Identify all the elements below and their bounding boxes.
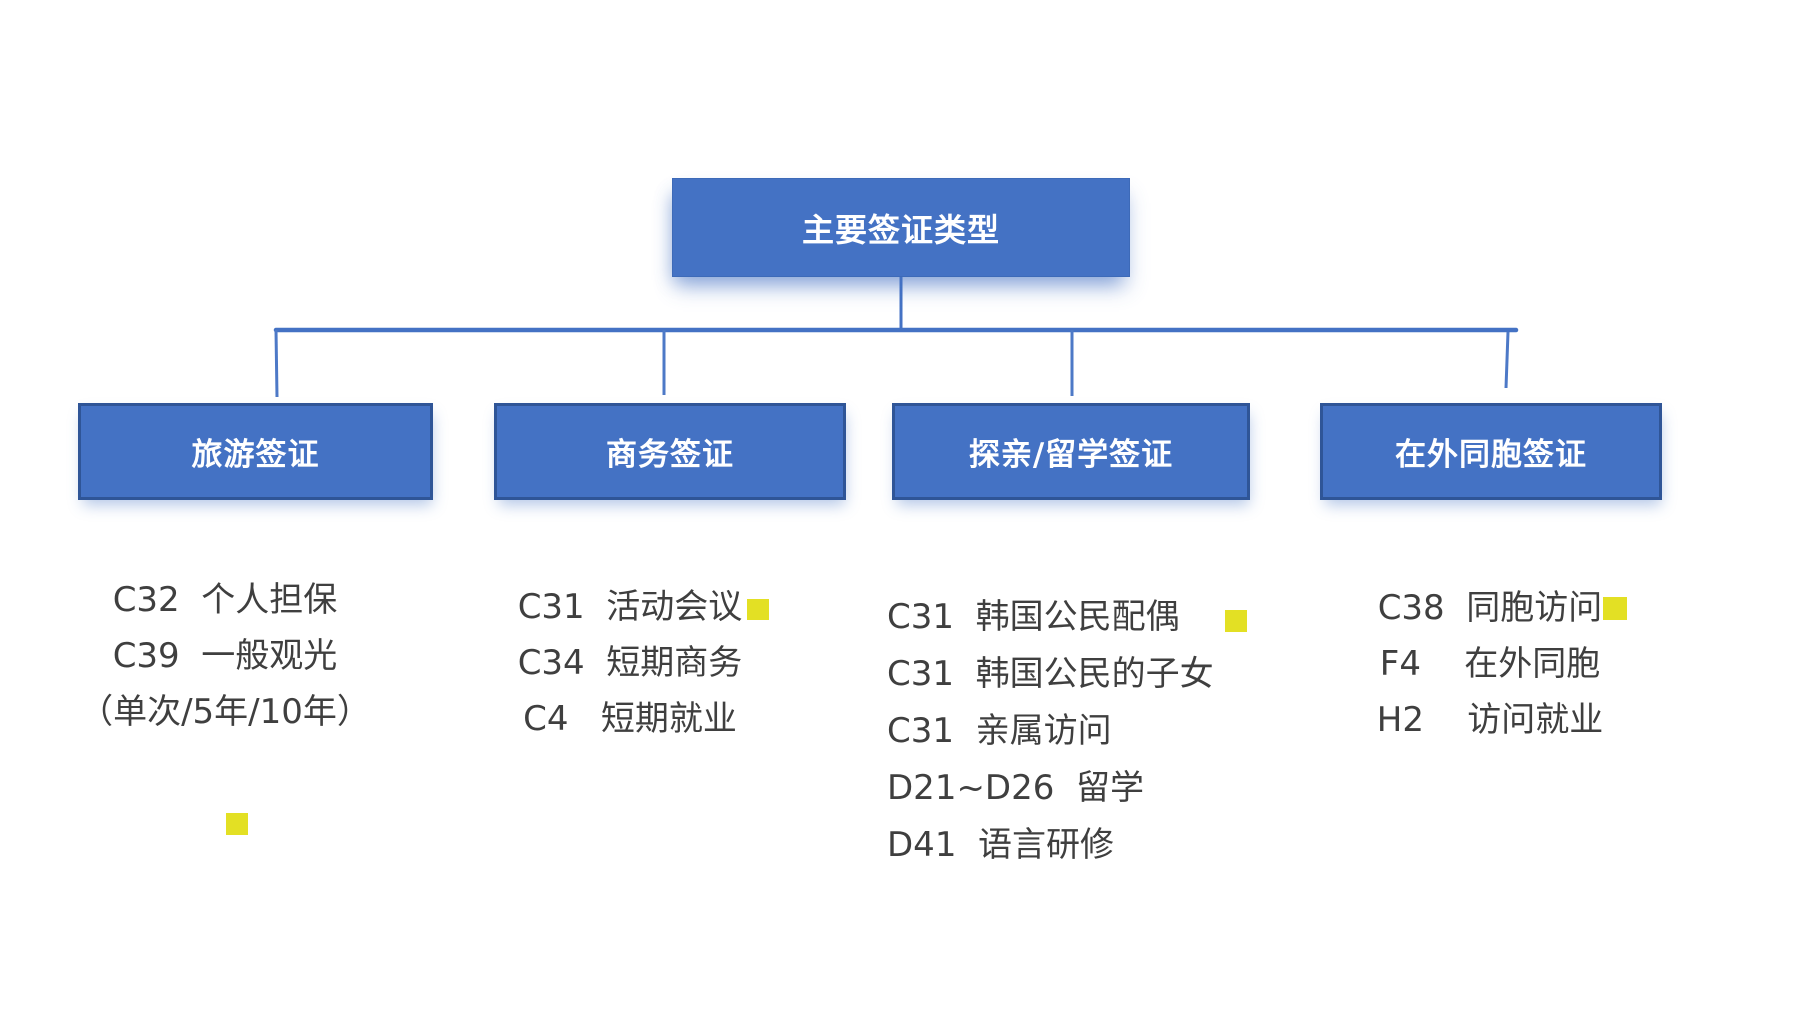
visa-list-business: C31 活动会议 C34 短期商务 C4 短期就业 xyxy=(455,579,805,747)
visa-item: H2 访问就业 xyxy=(1376,700,1604,740)
branch-node-tourism-visa: 旅游签证 xyxy=(78,403,433,500)
branch-node-compatriot-visa: 在外同胞签证 xyxy=(1320,403,1662,500)
visa-item: C31 活动会议 xyxy=(517,587,743,627)
branch-node-label: 探亲/留学签证 xyxy=(968,437,1174,473)
visa-item: C31 韩国公民配偶 xyxy=(887,597,1180,637)
visa-item: （单次/5年/10年） xyxy=(79,692,371,732)
yellow-marker-tourism xyxy=(226,813,248,835)
visa-item: C34 短期商务 xyxy=(517,643,743,683)
visa-item: C38 同胞访问 xyxy=(1377,588,1603,628)
visa-item: C4 短期就业 xyxy=(523,699,737,739)
visa-item: D21~D26 留学 xyxy=(887,768,1144,808)
visa-item: C39 一般观光 xyxy=(112,636,338,676)
yellow-marker-family-study xyxy=(1225,610,1247,632)
visa-item: D41 语言研修 xyxy=(887,825,1115,865)
visa-item: C31 亲属访问 xyxy=(887,711,1112,751)
visa-item: C31 韩国公民的子女 xyxy=(887,654,1214,694)
root-node-main-visa-types: 主要签证类型 xyxy=(672,178,1130,277)
branch-node-label: 商务签证 xyxy=(606,437,734,473)
visa-list-family-study: C31 韩国公民配偶 C31 韩国公民的子女 C31 亲属访问 D21~D26 … xyxy=(887,589,1214,874)
branch-node-family-study-visa: 探亲/留学签证 xyxy=(892,403,1250,500)
visa-item: C32 个人担保 xyxy=(112,580,338,620)
branch-node-label: 在外同胞签证 xyxy=(1395,437,1587,473)
visa-item: F4 在外同胞 xyxy=(1379,644,1601,684)
branch-node-label: 旅游签证 xyxy=(191,437,320,473)
connector-drop-compatriot xyxy=(1504,331,1510,389)
yellow-marker-business xyxy=(747,599,769,620)
visa-list-tourism: C32 个人担保 C39 一般观光 （单次/5年/10年） xyxy=(40,572,410,740)
visa-list-compatriot: C38 同胞访问 F4 在外同胞 H2 访问就业 xyxy=(1315,580,1665,748)
connector-drop-tourism xyxy=(274,329,279,398)
yellow-marker-compatriot xyxy=(1603,597,1627,620)
branch-node-business-visa: 商务签证 xyxy=(494,403,846,500)
root-node-label: 主要签证类型 xyxy=(801,210,1000,249)
